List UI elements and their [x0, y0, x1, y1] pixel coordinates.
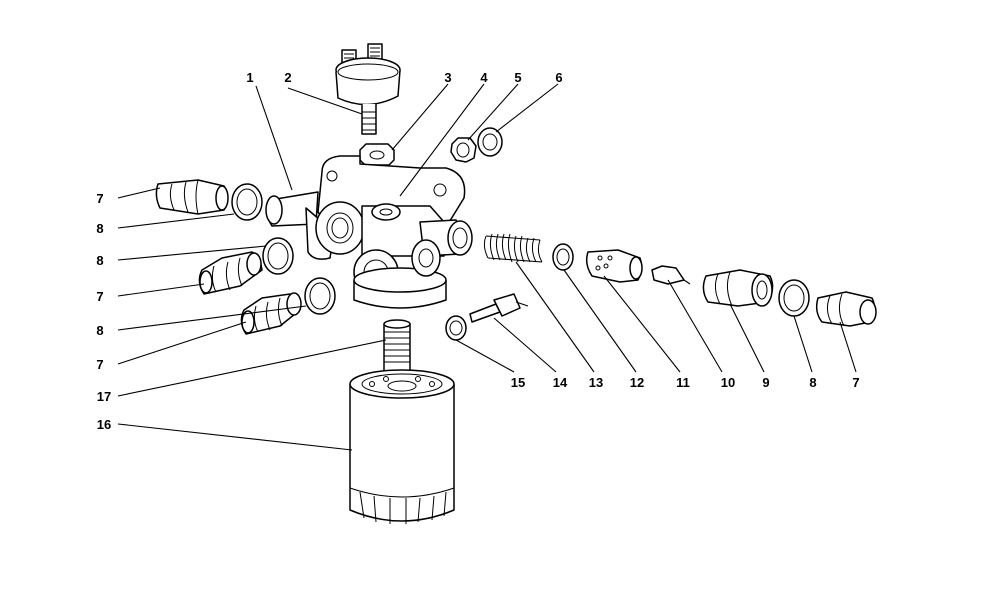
- seal-left-2: [262, 237, 294, 275]
- callout-7: 7: [96, 191, 103, 206]
- seal-left-3: [304, 277, 336, 315]
- callout-14: 14: [553, 375, 568, 390]
- union-left-bottom: [240, 292, 302, 335]
- callout-7: 7: [96, 357, 103, 372]
- union-7-right: [815, 291, 877, 327]
- callout-1: 1: [246, 70, 253, 85]
- callout-11: 11: [676, 375, 690, 390]
- callout-5: 5: [514, 70, 521, 85]
- callout-17: 17: [97, 389, 111, 404]
- seal-8-right: [778, 279, 810, 317]
- pressure-switch: [335, 43, 401, 135]
- filter-housing: [265, 155, 473, 309]
- temp-sender-14: [469, 293, 529, 323]
- callout-10: 10: [721, 375, 735, 390]
- nut-5: [450, 137, 477, 163]
- callout-7: 7: [96, 289, 103, 304]
- seal-12: [552, 243, 574, 271]
- union-left-top: [155, 179, 229, 215]
- leader-lines: [117, 83, 857, 451]
- union-left-middle: [198, 251, 263, 295]
- callout-15: 15: [511, 375, 525, 390]
- filter-cartridge-16: [349, 369, 455, 524]
- callout-8: 8: [96, 323, 103, 338]
- washer-15: [445, 315, 467, 341]
- sender-10: [651, 265, 691, 285]
- callout-3: 3: [444, 70, 451, 85]
- stud-17: [383, 319, 411, 373]
- callout-13: 13: [589, 375, 603, 390]
- callout-6: 6: [555, 70, 562, 85]
- callout-2: 2: [284, 70, 291, 85]
- callout-16: 16: [97, 417, 111, 432]
- seal-left-1: [231, 183, 263, 221]
- union-9: [702, 269, 774, 307]
- washer-6: [477, 127, 503, 157]
- callout-9: 9: [762, 375, 769, 390]
- callout-8: 8: [96, 221, 103, 236]
- callout-8: 8: [96, 253, 103, 268]
- callout-4: 4: [480, 70, 488, 85]
- callout-8: 8: [809, 375, 816, 390]
- spring-13: [483, 233, 543, 263]
- valve-11: [585, 249, 643, 283]
- callout-7: 7: [852, 375, 859, 390]
- callout-12: 12: [630, 375, 644, 390]
- callout-labels: 1 2 3 4 5 6 7 8 8 7 8 7 17 16 15 14 13 1…: [96, 70, 859, 432]
